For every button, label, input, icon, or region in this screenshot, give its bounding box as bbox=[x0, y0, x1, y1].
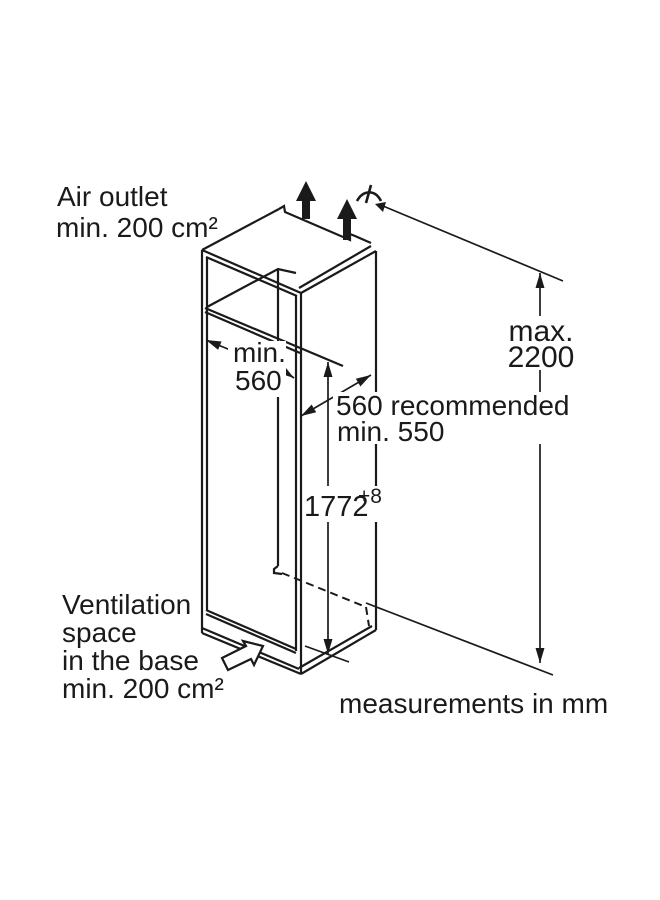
ventilation-label-line1: Ventilation bbox=[62, 589, 191, 620]
dim-depth-label-line2: min. 550 bbox=[337, 416, 444, 447]
extension-line-top bbox=[382, 205, 564, 282]
dim-niche-width-label-line1: min. bbox=[233, 337, 286, 368]
ventilation-label-line2: space bbox=[62, 617, 137, 648]
air-outlet-arrow-icon bbox=[296, 181, 316, 219]
air-outlet-label-line2: min. 200 cm² bbox=[56, 212, 218, 243]
air-outlet-arrow-icon bbox=[337, 199, 357, 240]
dim-max-height-label-line2: 2200 bbox=[508, 341, 575, 374]
ventilation-inlet-arrow-icon bbox=[220, 639, 265, 672]
ventilation-label-line3: in the base bbox=[62, 645, 199, 676]
dim-max-height-label-line1: max. bbox=[508, 315, 573, 348]
dim-depth-label-line1: 560 recommended bbox=[336, 390, 569, 421]
dim-niche-height-value: 1772 bbox=[304, 491, 369, 523]
cabinet-outline bbox=[200, 204, 378, 676]
airflow-curve-icon bbox=[355, 184, 386, 212]
footer-units-note: measurements in mm bbox=[339, 688, 608, 719]
dim-niche-height-tolerance: +8 bbox=[358, 485, 382, 508]
extension-line-floor bbox=[304, 645, 350, 663]
labels: Air outlet min. 200 cm² max. 2200 min. 5… bbox=[56, 181, 608, 719]
dim-niche-width-label-line2: 560 bbox=[235, 365, 282, 396]
air-outlet-arrows bbox=[296, 181, 386, 240]
air-outlet-label-line1: Air outlet bbox=[57, 181, 168, 212]
extension-line-bottom bbox=[365, 602, 554, 676]
ventilation-label-line4: min. 200 cm² bbox=[62, 673, 224, 704]
text-masks bbox=[228, 316, 574, 522]
